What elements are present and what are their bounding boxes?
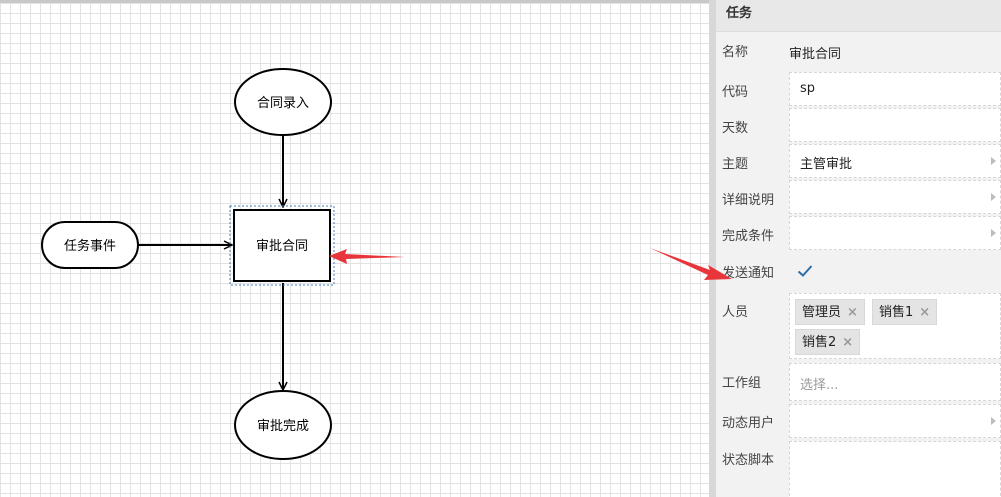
workgroup-select[interactable]: 选择... xyxy=(789,363,1001,401)
condition-select[interactable] xyxy=(789,216,1001,250)
tag-remove-icon[interactable]: × xyxy=(847,305,858,320)
field-detail-label: 详细说明 xyxy=(722,193,775,208)
node-approve-contract-label: 审批合同 xyxy=(256,239,308,254)
field-people: 人员 管理员× 销售1× 销售2× xyxy=(716,292,1001,360)
people-tag: 销售2 × xyxy=(795,329,861,355)
code-input-value: sp xyxy=(800,81,816,96)
field-name-value: 审批合同 xyxy=(789,47,842,62)
check-icon xyxy=(797,265,813,277)
detail-select[interactable] xyxy=(789,180,1001,214)
node-contract-entry[interactable]: 合同录入 xyxy=(234,68,332,136)
node-approve-contract[interactable]: 审批合同 xyxy=(229,205,335,286)
people-tag-label: 管理员 xyxy=(802,305,842,320)
state-script-textarea[interactable] xyxy=(789,441,1001,497)
field-subject-label: 主题 xyxy=(722,157,749,172)
field-days-label: 天数 xyxy=(722,121,749,136)
node-task-event[interactable]: 任务事件 xyxy=(41,221,139,269)
people-tag-label: 销售1 xyxy=(879,305,914,320)
node-task-event-label: 任务事件 xyxy=(64,238,116,254)
chevron-right-icon xyxy=(991,417,996,425)
tag-remove-icon[interactable]: × xyxy=(919,305,931,320)
field-notify-label: 发送通知 xyxy=(722,266,775,281)
field-state-script: 状态脚本 xyxy=(716,440,1001,497)
node-approval-done-label: 审批完成 xyxy=(257,419,309,434)
days-input[interactable] xyxy=(789,108,1001,142)
selection-outline xyxy=(229,205,335,286)
field-workgroup: 工作组 选择... xyxy=(716,362,1001,402)
field-name-label: 名称 xyxy=(722,45,749,60)
subject-select[interactable]: 主管审批 xyxy=(789,144,1001,178)
annotation-arrow-left xyxy=(329,249,405,264)
workgroup-placeholder: 选择... xyxy=(800,378,839,393)
tag-remove-icon[interactable]: × xyxy=(842,335,854,350)
chevron-right-icon xyxy=(991,193,996,201)
field-condition: 完成条件 xyxy=(716,215,1001,251)
dynamic-user-select[interactable] xyxy=(789,404,1001,438)
people-tag-input[interactable]: 管理员× 销售1× 销售2× xyxy=(789,293,1001,359)
field-code-label: 代码 xyxy=(722,85,749,100)
field-condition-label: 完成条件 xyxy=(722,229,775,244)
node-approval-done[interactable]: 审批完成 xyxy=(234,390,332,460)
field-name: 名称 审批合同 xyxy=(716,33,1001,69)
people-tag: 销售1 × xyxy=(872,299,938,325)
field-detail: 详细说明 xyxy=(716,179,1001,215)
subject-select-value: 主管审批 xyxy=(800,157,853,172)
property-panel: 任务 名称 审批合同 代码 sp 天数 主题 主管审批 xyxy=(716,0,1001,497)
field-workgroup-label: 工作组 xyxy=(722,376,762,391)
code-input[interactable]: sp xyxy=(789,72,1001,106)
field-days: 天数 xyxy=(716,107,1001,143)
people-tag-label: 销售2 xyxy=(802,335,837,350)
notify-checkbox[interactable] xyxy=(789,257,819,285)
diagram-canvas[interactable]: 合同录入 任务事件 审批合同 审批完成 xyxy=(0,0,709,497)
field-subject: 主题 主管审批 xyxy=(716,143,1001,179)
field-state-script-label: 状态脚本 xyxy=(722,453,775,468)
field-dynamic-user-label: 动态用户 xyxy=(722,416,775,431)
people-tag: 管理员 × xyxy=(795,299,865,325)
field-people-label: 人员 xyxy=(722,305,749,320)
annotation-arrow-notify xyxy=(650,248,732,280)
diagram-svg: 合同录入 任务事件 审批合同 审批完成 xyxy=(41,68,405,460)
chevron-right-icon xyxy=(991,157,996,165)
field-dynamic-user: 动态用户 xyxy=(716,403,1001,439)
chevron-right-icon xyxy=(991,229,996,237)
field-notify: 发送通知 xyxy=(716,251,1001,291)
panel-title: 任务 xyxy=(716,0,1001,32)
node-contract-entry-label: 合同录入 xyxy=(257,96,309,111)
field-code: 代码 sp xyxy=(716,71,1001,107)
panel-splitter[interactable] xyxy=(709,0,716,497)
